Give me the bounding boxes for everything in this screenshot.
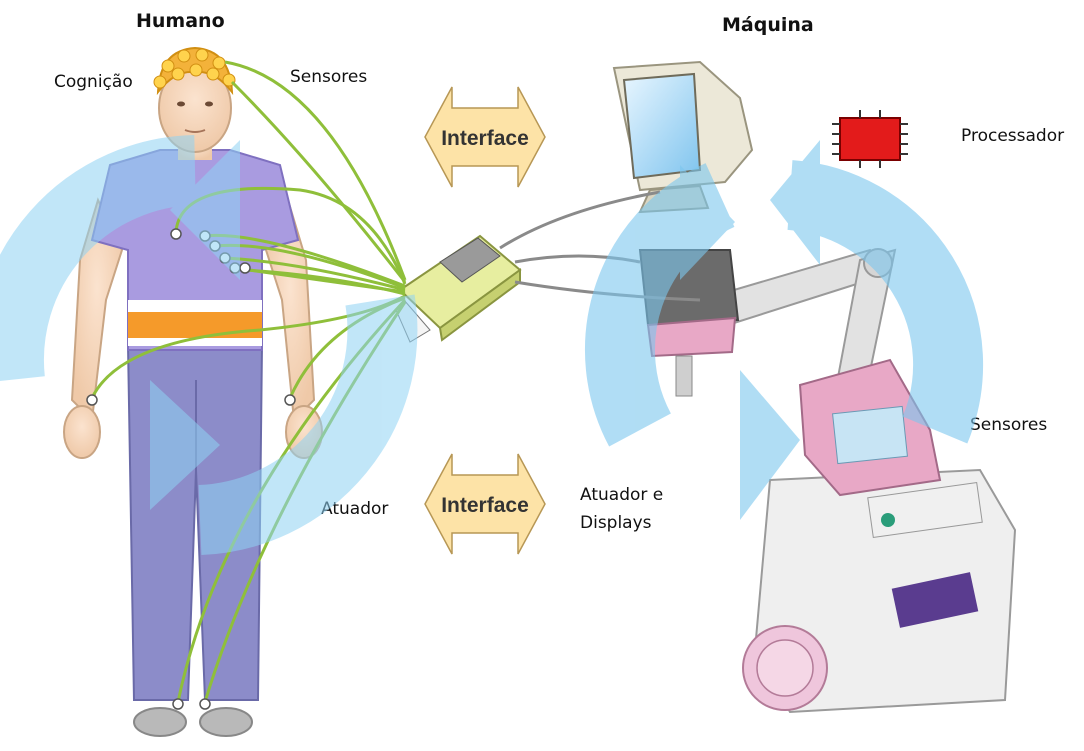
processor-chip-icon <box>832 110 908 168</box>
interface-bottom-label: Interface <box>441 494 529 517</box>
interface-arrow-top: Interface <box>425 87 545 187</box>
interface-arrow-bottom: Interface <box>425 454 545 554</box>
interface-top-label: Interface <box>441 127 529 150</box>
